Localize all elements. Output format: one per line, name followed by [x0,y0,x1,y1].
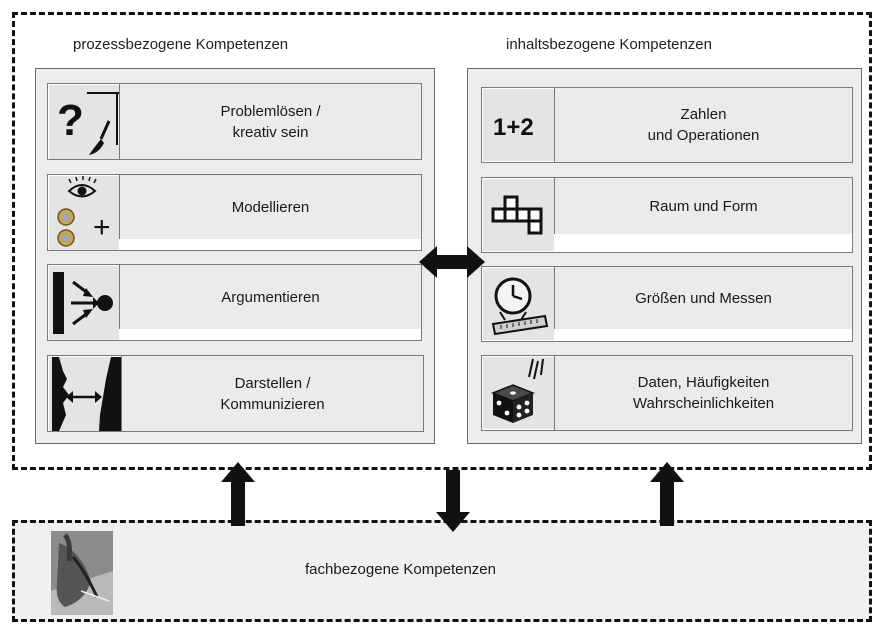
question-brush-icon: ? [49,85,119,159]
process-card-problem-solving: ? Problemlösen / kreativ sein [47,83,422,160]
down-arrow-icon [436,470,470,532]
content-card-space-shape: Raum und Form [481,177,853,253]
double-arrow-icon [419,246,485,278]
arrows-into-point-icon [49,266,119,340]
hand-writing-photo-icon [51,531,113,615]
eye-coins-plus-icon: + [49,176,119,250]
question-mark-glyph: ? [57,96,84,145]
dice-icon [483,357,554,429]
process-card-communicating: Darstellen / Kommunizieren [47,355,424,432]
one-plus-two-icon: 1+2 [483,89,554,161]
content-card-label: Zahlen und Operationen [554,88,852,162]
one-plus-two-glyph: 1+2 [493,114,534,141]
content-card-measuring: Größen und Messen [481,266,853,342]
content-competencies-heading: inhaltsbezogene Kompetenzen [506,36,712,53]
content-card-numbers: 1+2 Zahlen und Operationen [481,87,853,163]
process-competencies-heading: prozessbezogene Kompetenzen [73,36,289,53]
process-card-label: Modellieren [119,175,421,239]
cube-net-icon [483,179,554,251]
content-card-label: Größen und Messen [554,267,852,329]
content-card-label: Raum und Form [554,178,852,234]
process-card-modelling: + Modellieren [47,174,422,251]
up-arrow-left-icon [221,462,255,526]
process-card-label: Argumentieren [119,265,421,329]
lower-dashed-frame [12,520,872,622]
clock-ruler-icon [483,268,554,340]
process-card-label: Problemlösen / kreativ sein [119,84,421,159]
plus-glyph: + [93,211,111,244]
content-card-label: Daten, Häufigkeiten Wahrscheinlichkeiten [554,356,852,430]
faces-double-arrow-icon [49,357,121,431]
up-arrow-right-icon [650,462,684,526]
process-card-arguing: Argumentieren [47,264,422,341]
subject-competencies-label: fachbezogene Kompetenzen [305,561,496,578]
content-card-data: Daten, Häufigkeiten Wahrscheinlichkeiten [481,355,853,431]
upper-dashed-frame [12,12,872,470]
process-card-label: Darstellen / Kommunizieren [121,356,423,431]
